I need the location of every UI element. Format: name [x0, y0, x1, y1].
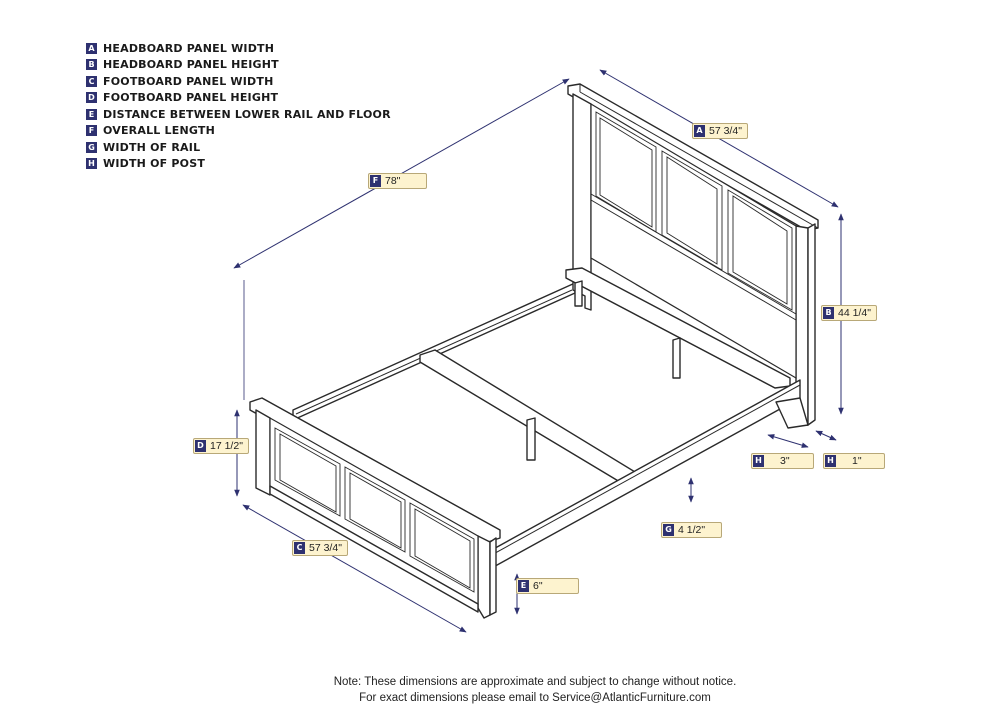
legend-key: H [86, 158, 97, 170]
legend-item-h: H WIDTH OF POST [86, 156, 391, 173]
dimension-tag-h-3: H 3" [751, 453, 814, 469]
legend-key: D [86, 92, 97, 104]
dimension-tag-h-1: H 1" [823, 453, 885, 469]
dimension-value: 78" [385, 175, 401, 187]
dimension-tag-g: G 4 1/2" [661, 522, 722, 538]
dimension-key: D [195, 440, 206, 452]
legend-key: G [86, 141, 97, 153]
dimension-key: H [753, 455, 764, 467]
dimension-value: 17 1/2" [210, 440, 243, 452]
dimension-key: E [518, 580, 529, 592]
legend-text: HEADBOARD PANEL HEIGHT [103, 58, 279, 72]
footboard [249, 397, 501, 619]
dimension-value: 44 1/4" [838, 307, 871, 319]
dimension-value: 6" [533, 580, 543, 592]
legend-item-c: C FOOTBOARD PANEL WIDTH [86, 73, 391, 90]
dimension-tag-d: D 17 1/2" [193, 438, 249, 454]
dimension-key: H [825, 455, 836, 467]
note-line-1: Note: These dimensions are approximate a… [333, 676, 737, 688]
legend-item-g: G WIDTH OF RAIL [86, 139, 391, 156]
dimension-key: G [663, 524, 674, 536]
dimension-key: B [823, 307, 834, 319]
legend-text: WIDTH OF POST [103, 157, 206, 171]
legend-key: C [86, 75, 97, 87]
legend-item-a: A HEADBOARD PANEL WIDTH [86, 40, 391, 57]
legend-key: A [86, 42, 97, 54]
dimension-value: 4 1/2" [678, 524, 706, 536]
dimension-tag-c: C 57 3/4" [292, 540, 348, 556]
legend-key: E [86, 108, 97, 120]
dimension-key: C [294, 542, 305, 554]
right-side-rail [487, 379, 809, 571]
legend-text: HEADBOARD PANEL WIDTH [103, 41, 275, 55]
dimension-tag-a: A 57 3/4" [692, 123, 748, 139]
dimension-tag-b: B 44 1/4" [821, 305, 877, 321]
legend-text: WIDTH OF RAIL [103, 140, 201, 154]
legend-key: F [86, 125, 97, 137]
dimension-tag-f: F 78" [368, 173, 427, 189]
legend-key: B [86, 59, 97, 71]
legend-item-f: F OVERALL LENGTH [86, 123, 391, 140]
legend-text: FOOTBOARD PANEL WIDTH [103, 74, 274, 88]
dimension-value: 57 3/4" [309, 542, 342, 554]
note-line-2: For exact dimensions please email to Ser… [359, 692, 711, 704]
dimension-value: 1" [852, 455, 862, 467]
dimension-tag-e: E 6" [516, 578, 579, 594]
dimension-key: A [694, 125, 705, 137]
legend-item-b: B HEADBOARD PANEL HEIGHT [86, 57, 391, 74]
slats [419, 267, 791, 486]
dimension-key: F [370, 175, 381, 187]
dimension-value: 3" [780, 455, 790, 467]
dimension-value: 57 3/4" [709, 125, 742, 137]
legend-text: OVERALL LENGTH [103, 124, 215, 138]
disclaimer-note: Note: These dimensions are approximate a… [300, 674, 770, 706]
